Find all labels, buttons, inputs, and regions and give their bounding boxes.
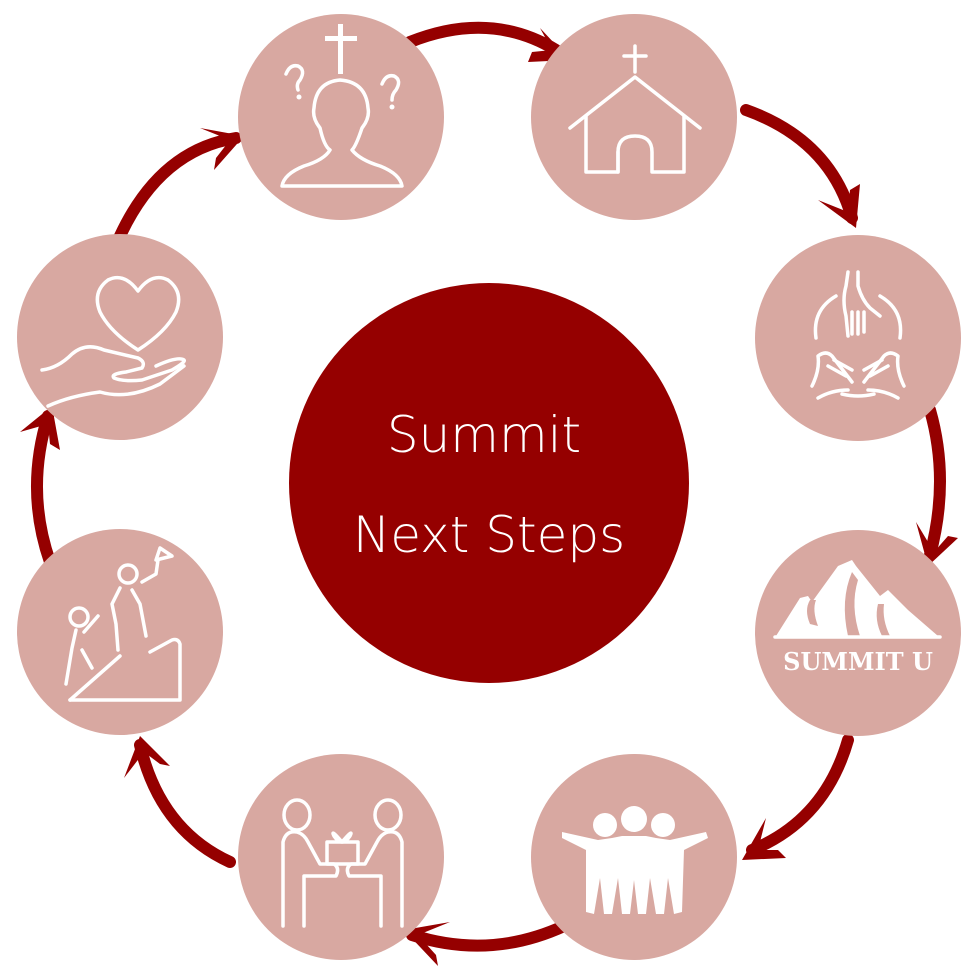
step-1-node	[238, 14, 444, 220]
step-7-node	[17, 529, 223, 735]
cycle-arrows	[20, 21, 958, 966]
summit-u-label: SUMMIT U	[783, 647, 933, 676]
church-icon	[568, 44, 702, 174]
center-title-line1: Summit	[387, 406, 581, 464]
arrow-step4-to-step5	[742, 734, 854, 860]
arrow-step8-to-step1	[114, 128, 244, 242]
arrow-step3-to-step4	[916, 404, 958, 566]
climbing-mountain-flag-icon	[64, 546, 182, 702]
step-2-node	[531, 14, 737, 220]
center-hub: Summit Next Steps	[289, 283, 689, 683]
center-title-line2: Next Steps	[353, 506, 625, 564]
summit-u-mountain-logo: SUMMIT U	[773, 560, 942, 676]
arrow-step2-to-step3	[740, 104, 860, 228]
people-giving-gift-icon	[281, 798, 404, 928]
hand-holding-heart-icon	[40, 275, 186, 408]
center-circle	[289, 283, 689, 683]
arrow-step1-to-step2	[404, 21, 570, 62]
group-embrace-icon	[562, 806, 708, 914]
step-6-node	[238, 754, 444, 960]
step-3-node	[755, 235, 961, 441]
step-4-node: SUMMIT U	[755, 530, 961, 736]
step-5-node	[531, 754, 737, 960]
step-8-node	[17, 234, 223, 440]
hands-together-icon	[810, 270, 906, 400]
person-questioning-cross-icon	[280, 24, 404, 188]
arrow-step5-to-step6	[404, 920, 570, 966]
arrow-step6-to-step7	[124, 736, 236, 868]
arrow-step7-to-step8	[20, 406, 60, 568]
